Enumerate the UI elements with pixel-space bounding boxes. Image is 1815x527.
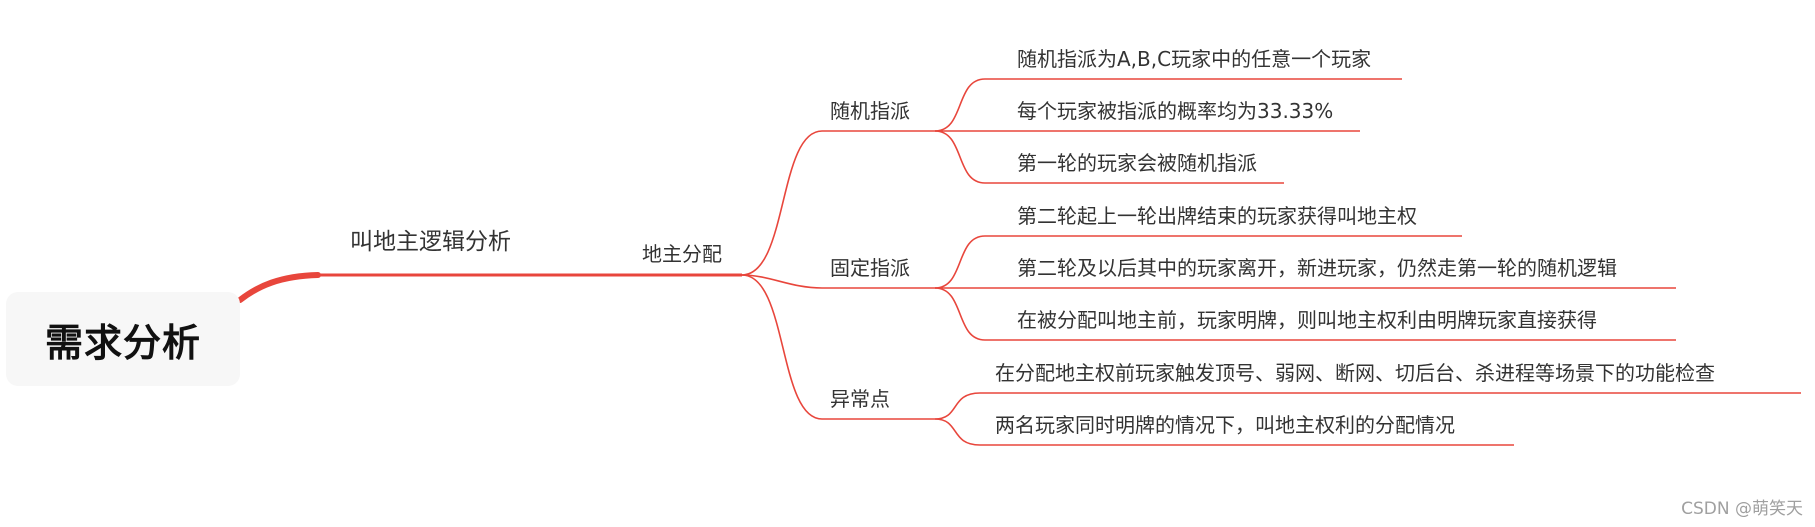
connector-leaf-random-3 — [934, 130, 986, 184]
connector-leaf-exception-2 — [934, 418, 981, 446]
connector-branch-fixed — [741, 274, 823, 289]
leaf-random-3: 第一轮的玩家会被随机指派 — [1017, 151, 1257, 175]
leaf-fixed-3: 在被分配叫地主前，玩家明牌，则叫地主权利由明牌玩家直接获得 — [1017, 308, 1597, 332]
topic-node: 叫地主逻辑分析 — [350, 229, 511, 255]
root-label: 需求分析 — [44, 320, 201, 365]
connector-branch-exception — [741, 274, 823, 420]
leaf-exception-2: 两名玩家同时明牌的情况下，叫地主权利的分配情况 — [995, 413, 1455, 437]
subtopic-node: 地主分配 — [642, 242, 722, 266]
connector-branch-random — [741, 130, 823, 276]
leaf-fixed-2: 第二轮及以后其中的玩家离开，新进玩家，仍然走第一轮的随机逻辑 — [1017, 256, 1617, 280]
branch-node-exception: 异常点 — [830, 387, 890, 411]
leaf-exception-1: 在分配地主权前玩家触发顶号、弱网、断网、切后台、杀进程等场景下的功能检查 — [995, 361, 1715, 385]
connector-leaf-exception-1 — [934, 392, 981, 420]
connector-leaf-fixed-1 — [934, 235, 986, 289]
connector-leaf-random-1 — [934, 78, 986, 132]
root-node: 需求分析 — [6, 292, 240, 386]
leaf-random-2: 每个玩家被指派的概率均为33.33% — [1017, 99, 1334, 123]
leaf-fixed-1: 第二轮起上一轮出牌结束的玩家获得叫地主权 — [1017, 204, 1417, 228]
connector-leaf-fixed-3 — [934, 287, 986, 341]
root-connector — [237, 272, 321, 303]
branch-node-fixed: 固定指派 — [830, 256, 910, 280]
branch-node-random: 随机指派 — [830, 99, 910, 123]
watermark-text: CSDN @萌笑天 — [1681, 499, 1803, 519]
leaf-random-1: 随机指派为A,B,C玩家中的任意一个玩家 — [1017, 47, 1372, 71]
